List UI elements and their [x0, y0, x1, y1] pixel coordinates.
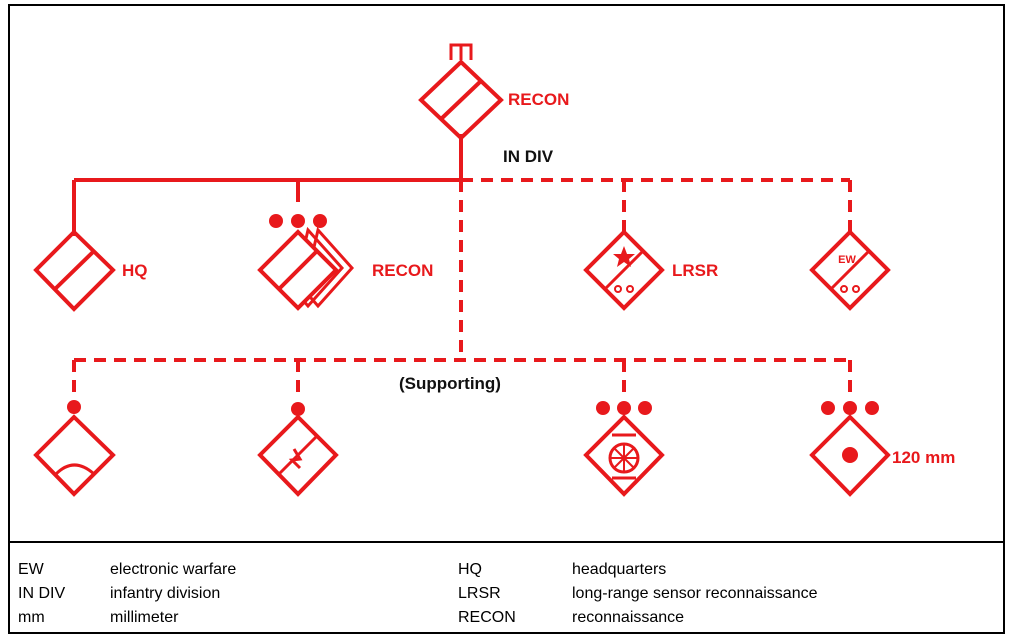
mortar-dot-icon: [842, 447, 858, 463]
top-recon-unit-symbol: [418, 43, 504, 141]
legend-abbr-hq: HQ: [458, 561, 482, 578]
radar-arc-icon: [54, 463, 96, 476]
lrsr-label: LRSR: [672, 261, 719, 280]
wheel-icon: [614, 285, 622, 293]
legend-abbr-in-div: IN DIV: [18, 585, 66, 602]
hq-label: HQ: [122, 261, 148, 280]
echelon-dot-icon: [617, 401, 631, 415]
org-chart-diagram: EW: [33, 43, 891, 497]
wheeled-unit-symbol: [583, 414, 665, 497]
echelon-dot-icon: [291, 214, 305, 228]
ew-unit-symbol: [809, 229, 891, 311]
echelon-dot-icon: [843, 401, 857, 415]
echelon-dot-icon: [865, 401, 879, 415]
legend-meaning-ew: electronic warfare: [110, 561, 237, 578]
lightning-icon: [288, 448, 303, 470]
figure-frame: [8, 4, 1005, 634]
echelon-dot-icon: [269, 214, 283, 228]
star-icon: [613, 246, 635, 267]
mortar-unit-symbol: [809, 414, 891, 497]
mortar-120mm-label: 120 mm: [892, 448, 956, 467]
echelon-dot-icon: [313, 214, 327, 228]
echelon-dot-icon: [596, 401, 610, 415]
echelon-dot-icon: [821, 401, 835, 415]
lrsr-unit-symbol: [583, 229, 665, 311]
legend-meaning-mm: millimeter: [110, 609, 179, 626]
legend-abbr-mm: mm: [18, 609, 45, 626]
ew-symbol-text: EW: [838, 254, 856, 266]
hq-unit-symbol: [33, 229, 116, 312]
legend-meaning-hq: headquarters: [572, 561, 667, 578]
top-recon-label: RECON: [508, 90, 570, 109]
legend-meaning-lrsr: long-range sensor reconnaissance: [572, 585, 818, 602]
wheel-icon: [626, 285, 634, 293]
legend-abbr-ew: EW: [18, 561, 44, 578]
legend-abbr-lrsr: LRSR: [458, 585, 501, 602]
legend-abbr-recon: RECON: [458, 609, 516, 626]
wheel-icon: [852, 285, 860, 293]
signal-unit-symbol: [257, 414, 339, 497]
recon-label: RECON: [372, 261, 434, 280]
echelon-dot-icon: [67, 400, 81, 414]
command-flag-icon: [449, 43, 473, 60]
radar-unit-symbol: [33, 414, 116, 497]
legend-divider: [8, 541, 1005, 543]
in-div-label: IN DIV: [503, 147, 554, 166]
legend-meaning-in-div: infantry division: [110, 585, 221, 602]
supporting-label: (Supporting): [399, 374, 501, 393]
recon-stacked-unit-symbol: [257, 226, 355, 311]
echelon-dot-icon: [291, 402, 305, 416]
wheel-icon: [840, 285, 848, 293]
legend-meaning-recon: reconnaissance: [572, 609, 685, 626]
echelon-dot-icon: [638, 401, 652, 415]
